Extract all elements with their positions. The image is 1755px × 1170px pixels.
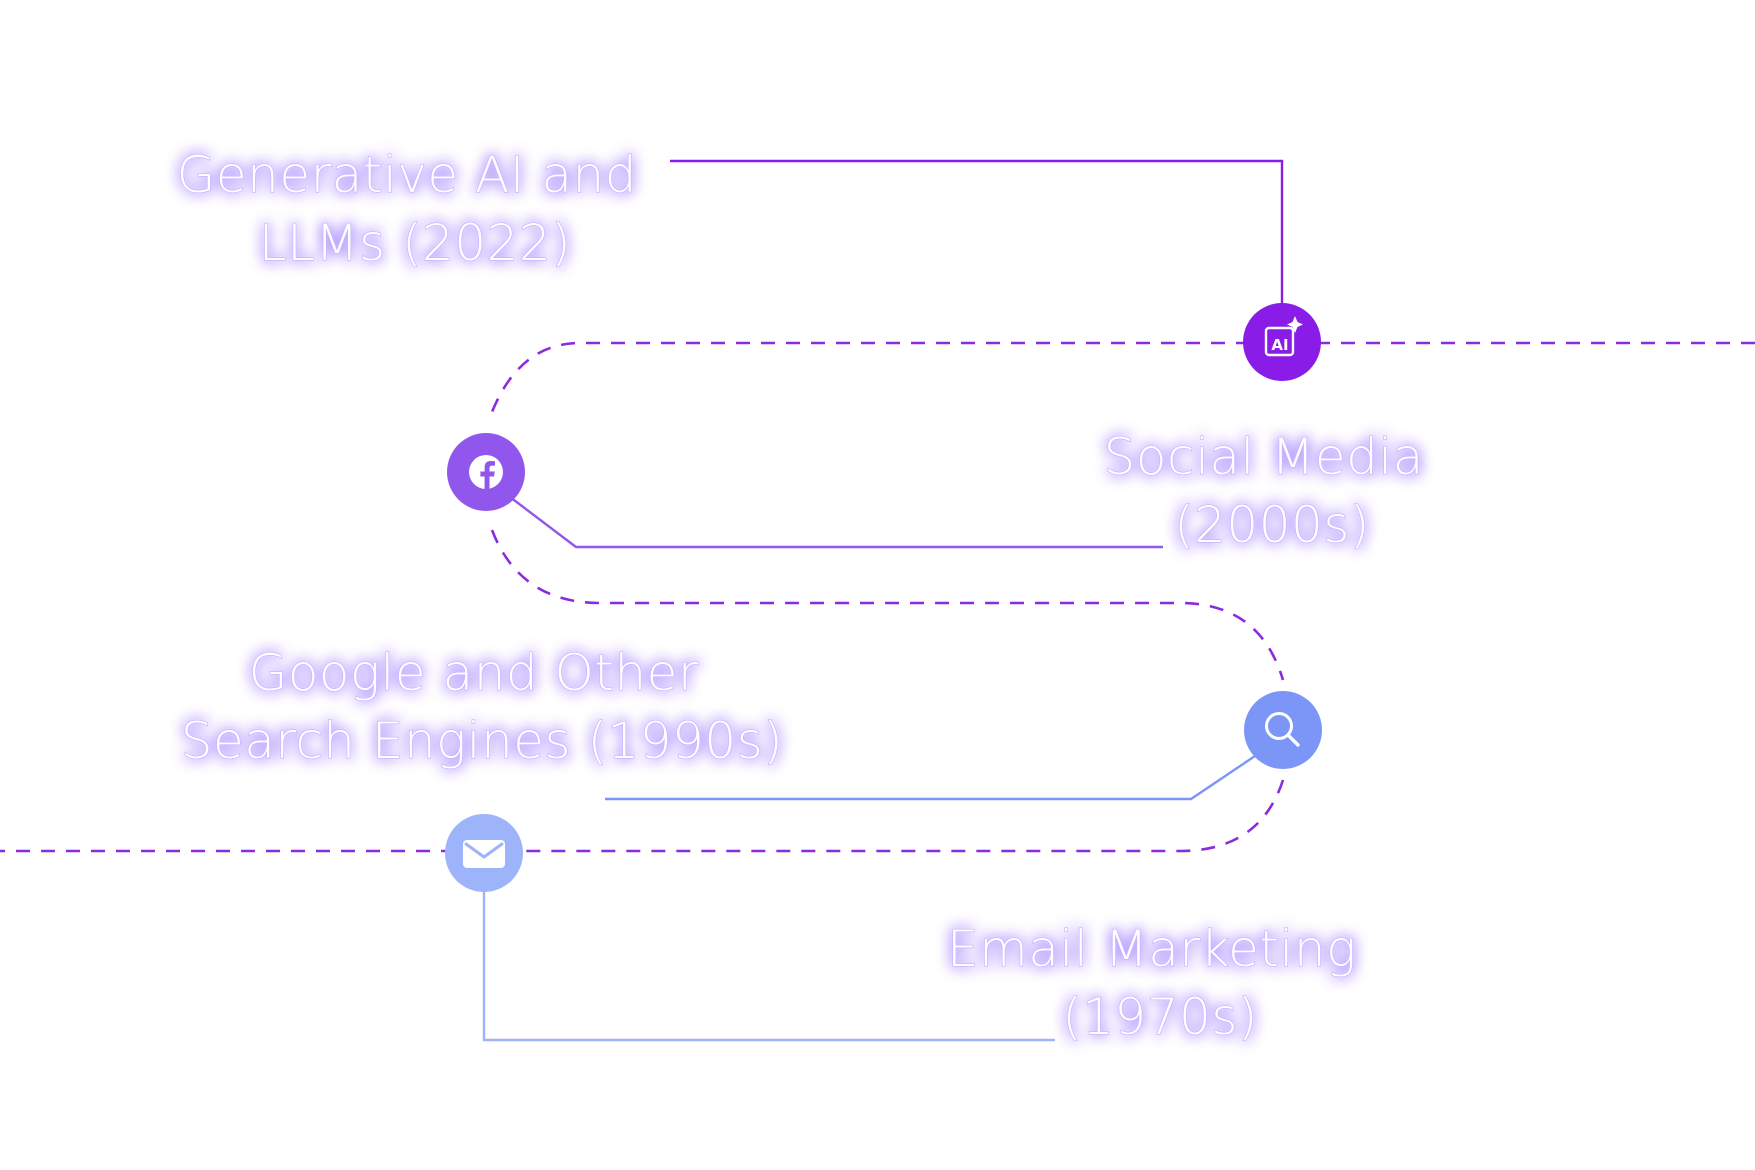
social-connector-line — [509, 496, 1163, 549]
search-connector-line — [605, 755, 1256, 801]
label-email: Email Marketing (1970s) — [947, 920, 1373, 1046]
label-email-line-2: (1970s) — [1062, 988, 1258, 1046]
label-social: Social Media (2000s) — [1104, 428, 1441, 554]
label-search-line-1: Google and Other — [249, 644, 699, 702]
label-ai-line-2: LLMs (2022) — [259, 214, 572, 272]
label-email-line-1: Email Marketing — [947, 920, 1357, 978]
label-ai: Generative AI and LLMs (2022) — [177, 146, 654, 272]
milestone-email[interactable] — [445, 814, 523, 892]
search-milestone-circle — [1244, 691, 1322, 769]
facebook-icon — [469, 455, 503, 490]
label-search-line-2: Search Engines (1990s) — [181, 712, 784, 770]
label-social-line-1: Social Media — [1104, 428, 1424, 486]
ai-icon-text: AI — [1271, 336, 1288, 354]
label-search: Google and Other Search Engines (1990s) — [181, 644, 784, 770]
label-social-line-2: (2000s) — [1174, 496, 1370, 554]
milestone-search[interactable] — [1244, 691, 1322, 769]
ai-connector-line — [670, 159, 1284, 304]
envelope-icon — [463, 840, 505, 868]
ai-milestone-circle — [1243, 303, 1321, 381]
timeline-dashed-path — [0, 341, 1755, 853]
email-connector-line — [482, 891, 1055, 1042]
milestone-social[interactable] — [447, 433, 525, 511]
ai-sparkle-icon: AI — [1264, 316, 1303, 357]
label-ai-line-1: Generative AI and — [177, 146, 637, 204]
milestone-ai[interactable]: AI — [1243, 303, 1321, 381]
search-icon — [1265, 712, 1300, 747]
